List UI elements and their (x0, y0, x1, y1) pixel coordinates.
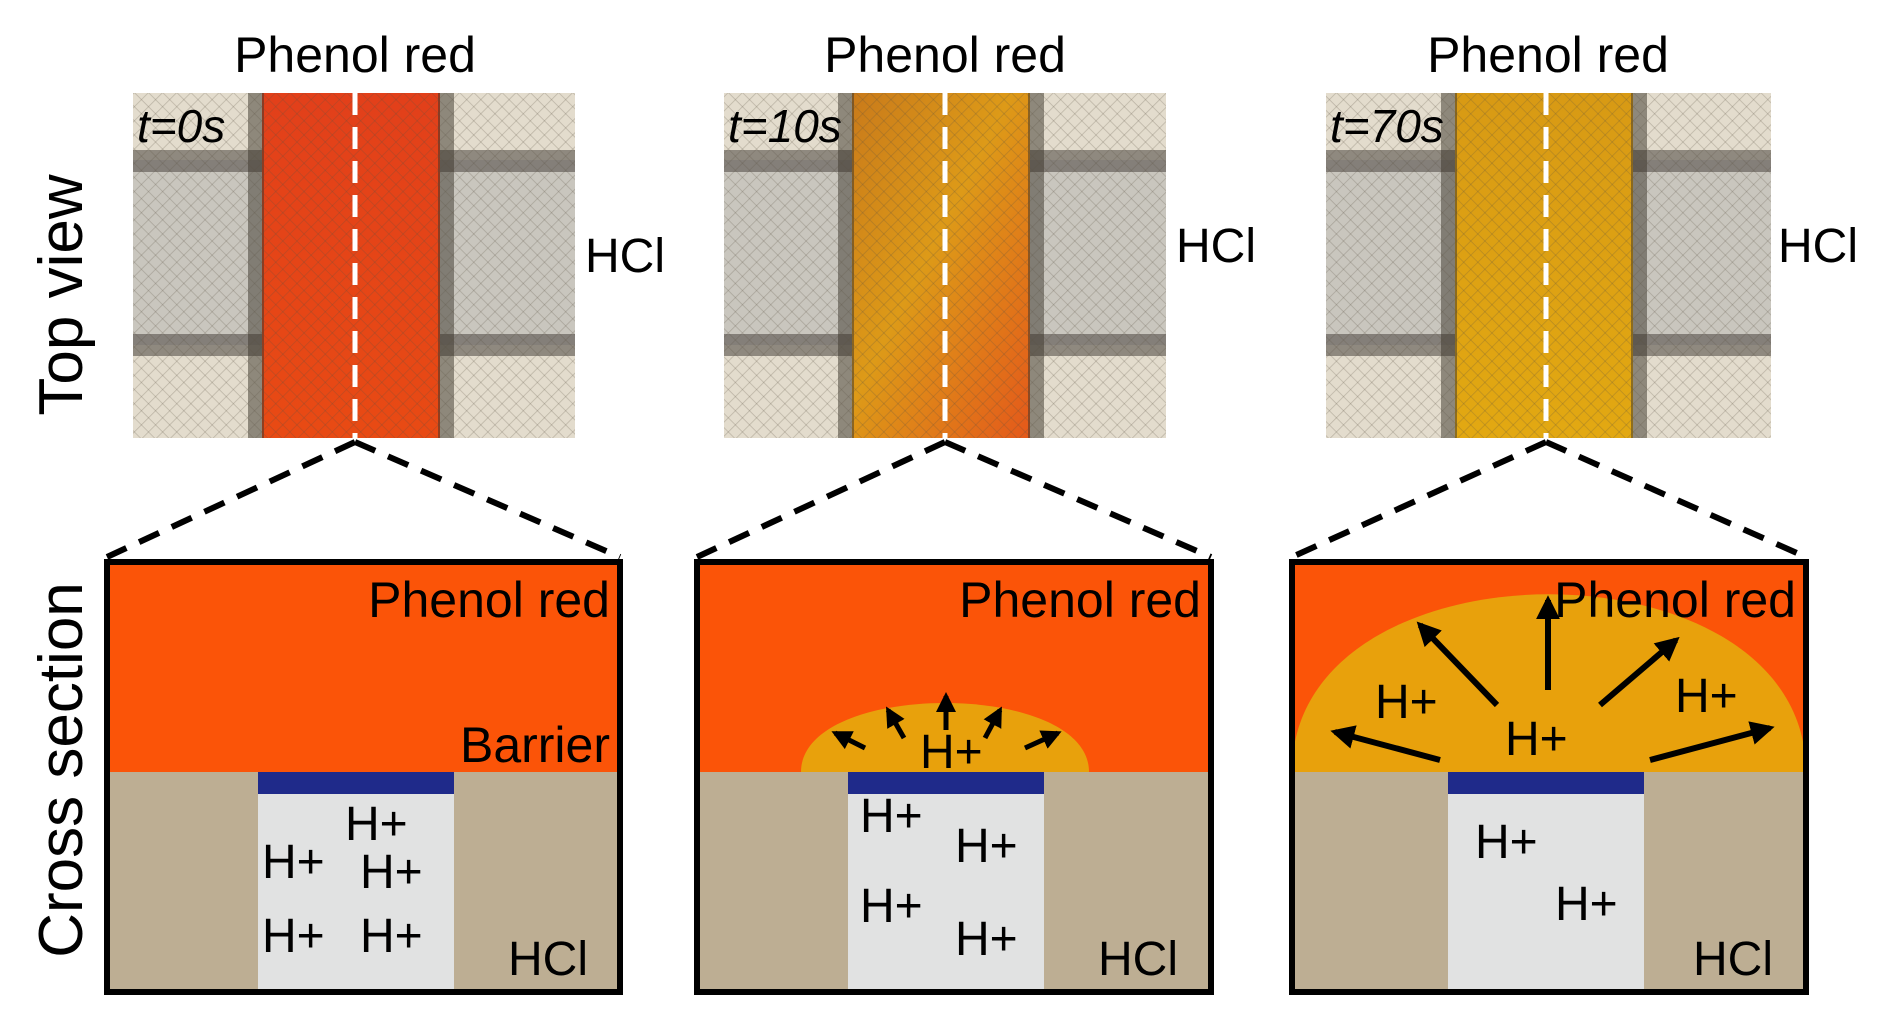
ion-label: H+ (920, 726, 983, 779)
barrier (848, 772, 1044, 794)
ion-label: H+ (1555, 878, 1618, 931)
top-side-label: HCl (1778, 220, 1858, 273)
ion-arrows (831, 692, 1062, 751)
top-view-photo: t=10s (724, 93, 1166, 438)
ion-label: H+ (1505, 713, 1568, 766)
solution-label: Phenol red (959, 572, 1201, 628)
solution-label: Phenol red (368, 572, 610, 628)
cross-section: Phenol red HCl H+ H+ H+ H+ H+ (1289, 559, 1809, 995)
zoom-lines (105, 439, 622, 560)
acid-front (801, 703, 1089, 772)
barrier-label: Barrier (460, 717, 610, 773)
panel-2: Phenol red t=10s HCl Phenol red (694, 27, 1256, 995)
ion-label: H+ (360, 910, 423, 963)
top-title: Phenol red (234, 27, 476, 83)
hcl-channel (1448, 790, 1644, 992)
top-side-label: HCl (1176, 220, 1256, 273)
ion-label: H+ (262, 836, 325, 889)
ion-label: H+ (955, 820, 1018, 873)
top-view-photo: t=70s (1326, 93, 1771, 438)
hcl-label: HCl (1693, 933, 1773, 986)
zoom-lines (1290, 439, 1808, 560)
panel-1: Phenol red t=0s HCl Phenol red Barrier (104, 27, 665, 995)
cross-section: Phenol red Barrier HCl H+ H+ H+ H+ H+ (104, 559, 623, 995)
top-title: Phenol red (1427, 27, 1669, 83)
time-label: t=70s (1330, 100, 1444, 152)
top-view-photo: t=0s (133, 93, 575, 438)
top-title: Phenol red (824, 27, 1066, 83)
hcl-label: HCl (508, 933, 588, 986)
ion-label: H+ (360, 846, 423, 899)
time-label: t=10s (728, 100, 842, 152)
cross-section: Phenol red HCl H+ H+ H+ H+ H+ (694, 559, 1214, 995)
barrier (1448, 772, 1644, 794)
panel-3: Phenol red t=70s HCl Phenol red (1289, 27, 1858, 995)
ion-label: H+ (860, 790, 923, 843)
row-label-top-view: Top view (27, 174, 96, 415)
ion-label: H+ (1375, 676, 1438, 729)
ion-label: H+ (1675, 670, 1738, 723)
hcl-channel (848, 790, 1044, 992)
barrier (258, 772, 454, 794)
ion-label: H+ (1475, 816, 1538, 869)
hcl-label: HCl (1098, 933, 1178, 986)
top-side-label: HCl (585, 230, 665, 283)
time-label: t=0s (137, 100, 225, 152)
solution-label: Phenol red (1554, 572, 1796, 628)
ion-arrows (1330, 595, 1775, 763)
ion-label: H+ (955, 913, 1018, 966)
zoom-lines (695, 439, 1213, 560)
hcl-channel (258, 790, 454, 992)
ion-label: H+ (860, 880, 923, 933)
row-label-cross-section: Cross section (27, 582, 96, 958)
ion-label: H+ (262, 910, 325, 963)
ion-label: H+ (345, 798, 408, 851)
